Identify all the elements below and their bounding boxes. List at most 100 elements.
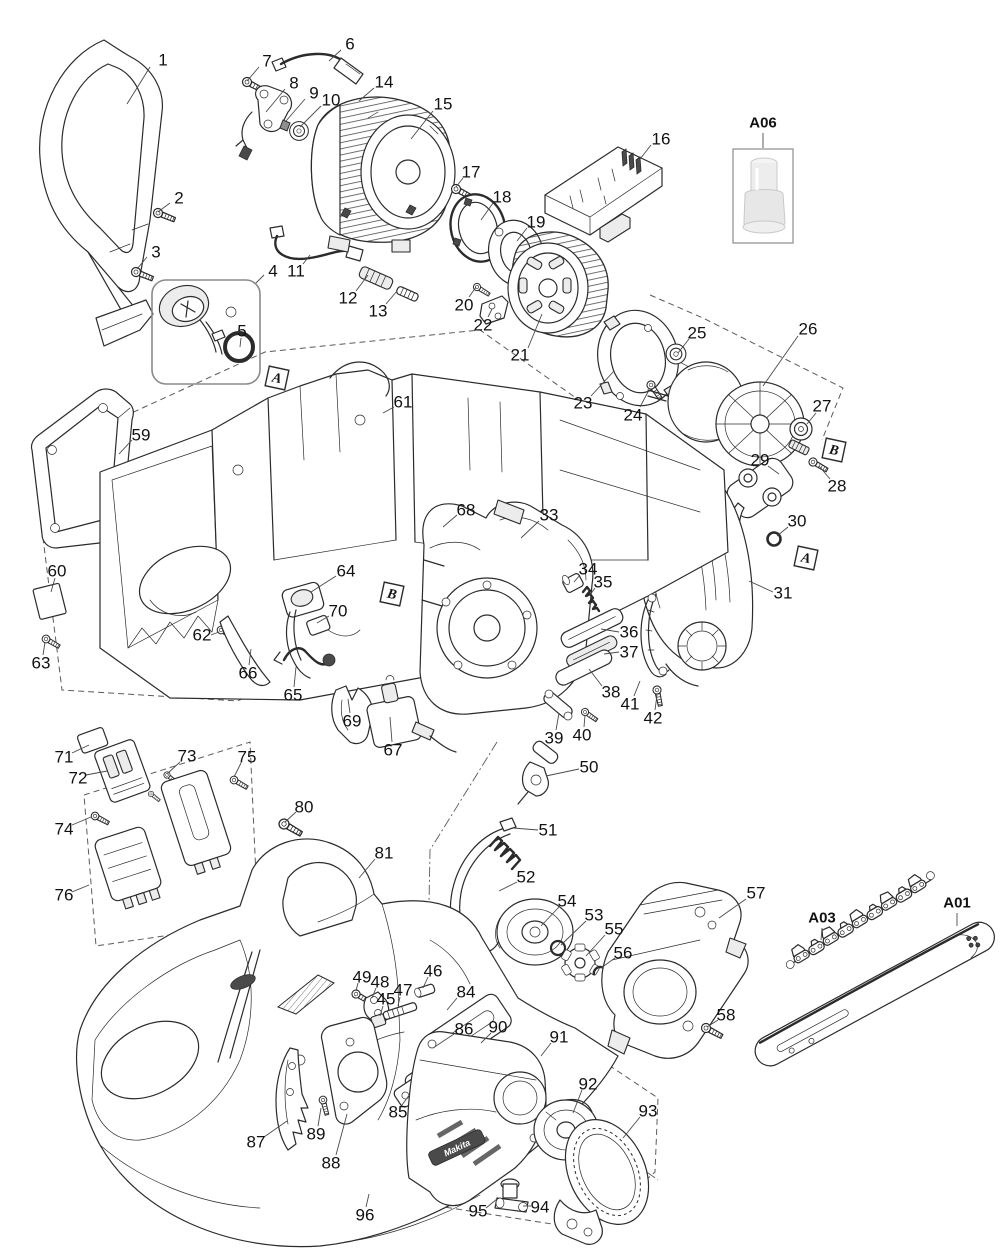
leader-line-part-20 — [468, 286, 477, 298]
leader-line-part-35 — [589, 587, 596, 596]
leader-line-part-27 — [806, 412, 817, 425]
switch-67-drawing — [366, 675, 457, 753]
view-marker-b-2: B — [821, 437, 847, 463]
pin-34-drawing — [562, 573, 584, 593]
leader-line-part-45 — [379, 1005, 384, 1017]
part-label-57: 57 — [747, 884, 766, 903]
part-label-38: 38 — [602, 683, 621, 702]
leader-line-part-67 — [389, 716, 393, 743]
leader-line-part-23 — [590, 370, 615, 397]
part-label-13: 13 — [369, 302, 388, 321]
leader-line-part-86 — [432, 1033, 455, 1049]
leader-line-part-92 — [572, 1089, 583, 1114]
leader-line-part-70 — [316, 615, 330, 624]
part-label-7: 7 — [262, 52, 271, 71]
bolt-58-drawing — [699, 1021, 725, 1042]
leader-line-part-65 — [293, 666, 297, 688]
leader-line-part-59 — [118, 439, 133, 455]
leader-line-part-68 — [442, 514, 458, 528]
part-label-61: 61 — [394, 393, 413, 412]
terminal-bracket-drawing — [471, 281, 509, 325]
leader-line-part-29 — [767, 465, 780, 475]
part-label-59: 59 — [132, 426, 151, 445]
leader-line-part-80 — [284, 811, 297, 823]
part-label-73: 73 — [178, 747, 197, 766]
sprocket-guard-57-drawing — [601, 881, 749, 1059]
leader-line-part-22 — [487, 308, 493, 318]
part-label-33: 33 — [540, 506, 559, 525]
leader-line-part-87 — [263, 1120, 288, 1138]
guide-bar-drawing — [754, 921, 995, 1067]
oil-cap-box — [151, 279, 261, 385]
leader-line-part-64 — [310, 575, 337, 593]
leader-line-part-46 — [422, 976, 429, 989]
part-label-58: 58 — [717, 1006, 736, 1025]
part-label-70: 70 — [329, 602, 348, 621]
accessory-label-a03: A03 — [808, 910, 836, 927]
motor-housing-drawing — [310, 96, 475, 253]
spike-bumper-drawing — [275, 1047, 309, 1151]
leader-line-part-11 — [302, 254, 311, 265]
part-label-36: 36 — [620, 623, 639, 642]
part-label-85: 85 — [389, 1103, 408, 1122]
part-label-11: 11 — [287, 262, 305, 281]
leader-line-part-88 — [335, 1113, 348, 1156]
leader-line-part-91 — [540, 1042, 552, 1057]
brake-band-41-drawing — [640, 593, 670, 678]
part-label-47: 47 — [394, 981, 413, 1000]
controller-drawing — [544, 146, 663, 243]
leader-line-part-39 — [555, 712, 560, 731]
leader-line-part-17 — [455, 177, 464, 188]
leader-line-part-42 — [654, 694, 658, 711]
leader-line-part-12 — [355, 274, 369, 292]
battery-terminal-group-drawing — [76, 726, 250, 910]
leader-line-part-19 — [516, 227, 528, 242]
leader-line-part-71 — [71, 744, 90, 754]
part-label-63: 63 — [32, 654, 51, 673]
part-label-91: 91 — [550, 1028, 569, 1047]
part-label-15: 15 — [434, 95, 453, 114]
part-label-41: 41 — [621, 695, 640, 714]
clutch-drum-54-drawing — [495, 898, 574, 966]
part-label-52: 52 — [517, 868, 536, 887]
part-label-64: 64 — [337, 562, 356, 581]
part-label-66: 66 — [239, 664, 258, 683]
svg-text:B: B — [827, 442, 840, 459]
leader-line-part-69 — [347, 698, 351, 714]
label-plate-drawing — [32, 582, 67, 620]
part-label-90: 90 — [489, 1018, 508, 1037]
leader-line-part-53 — [560, 920, 587, 946]
leader-line-part-14 — [358, 87, 375, 102]
leader-line-part-89 — [317, 1107, 322, 1127]
part-label-89: 89 — [307, 1125, 326, 1144]
oil-pump-assembly-drawing — [281, 581, 325, 679]
leader-line-part-1 — [126, 66, 151, 105]
part-label-26: 26 — [799, 320, 818, 339]
view-marker-b-1: B — [379, 581, 405, 607]
spring-35-drawing — [581, 585, 601, 613]
part-label-75: 75 — [238, 748, 257, 767]
part-label-94: 94 — [531, 1198, 550, 1217]
part-label-35: 35 — [594, 573, 613, 592]
part-label-40: 40 — [573, 726, 592, 745]
plate-38-drawing — [555, 649, 613, 686]
leader-line-part-60 — [50, 577, 56, 593]
connector-70-drawing — [306, 614, 361, 637]
svg-text:A: A — [270, 370, 283, 387]
leader-line-part-37 — [603, 651, 620, 655]
part-label-34: 34 — [579, 560, 598, 579]
oiler-95-94-drawing — [494, 1178, 529, 1213]
leader-line-part-26 — [762, 335, 799, 387]
leader-line-part-66 — [248, 648, 252, 666]
leader-line-part-72 — [85, 770, 108, 776]
part-label-80: 80 — [295, 798, 314, 817]
wire-holder-drawing — [273, 647, 336, 667]
bolt-42-drawing — [651, 684, 665, 708]
part-label-72: 72 — [69, 769, 88, 788]
leader-lines-layer — [42, 49, 831, 1209]
part-label-86: 86 — [455, 1020, 474, 1039]
leader-line-part-54 — [540, 906, 560, 927]
leader-line-part-76 — [71, 884, 90, 893]
leader-line-part-41 — [633, 680, 641, 697]
